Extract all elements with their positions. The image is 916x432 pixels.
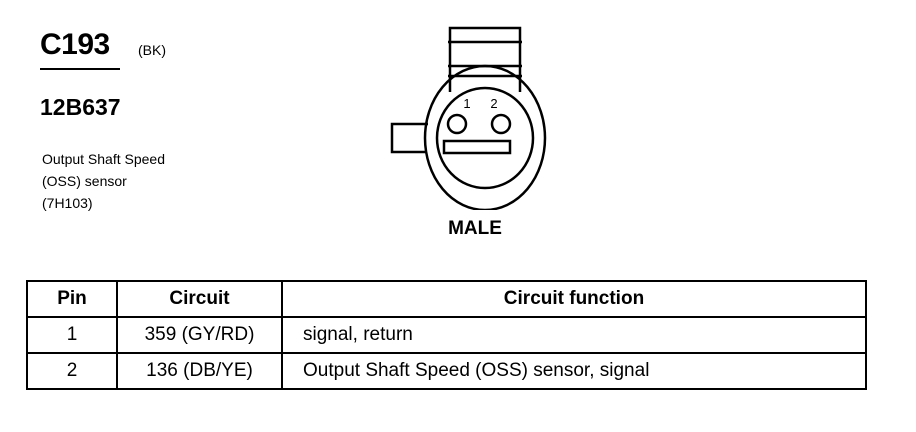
connector-id: C193 (40, 28, 110, 61)
connector-key-bar (442, 139, 512, 155)
part-number: 12B637 (40, 94, 121, 120)
pin-label-2: 2 (490, 96, 497, 111)
component-description: Output Shaft Speed (OSS) sensor (7H103) (42, 148, 165, 214)
pin-2-terminal (490, 113, 512, 135)
header-pin: Pin (26, 280, 118, 318)
cell-pin: 2 (26, 352, 118, 390)
pin-label-1: 1 (463, 96, 470, 111)
table-header-row: Pin Circuit Circuit function (26, 280, 867, 318)
connector-color: (BK) (138, 42, 166, 58)
header-circuit-function: Circuit function (281, 280, 867, 318)
pinout-table: Pin Circuit Circuit function 1 359 (GY/R… (26, 280, 867, 390)
connector-face-drawing: 1 2 (390, 26, 547, 210)
connector-gender-label: MALE (448, 218, 502, 239)
connector-id-underline (40, 68, 120, 70)
header-circuit: Circuit (116, 280, 283, 318)
connector-latch (448, 26, 522, 92)
description-line: (7H103) (42, 195, 93, 211)
connector-face (435, 86, 535, 190)
description-line: Output Shaft Speed (42, 151, 165, 167)
connector-housing-outer (423, 64, 547, 210)
pin-1-terminal (446, 113, 468, 135)
table-row: 2 136 (DB/YE) Output Shaft Speed (OSS) s… (26, 352, 867, 390)
cell-circuit-function: Output Shaft Speed (OSS) sensor, signal (281, 352, 867, 390)
cell-pin: 1 (26, 316, 118, 354)
cell-circuit: 359 (GY/RD) (116, 316, 283, 354)
table-row: 1 359 (GY/RD) signal, return (26, 316, 867, 354)
description-line: (OSS) sensor (42, 173, 127, 189)
connector-side-tab (390, 122, 428, 154)
cell-circuit: 136 (DB/YE) (116, 352, 283, 390)
cell-circuit-function: signal, return (281, 316, 867, 354)
